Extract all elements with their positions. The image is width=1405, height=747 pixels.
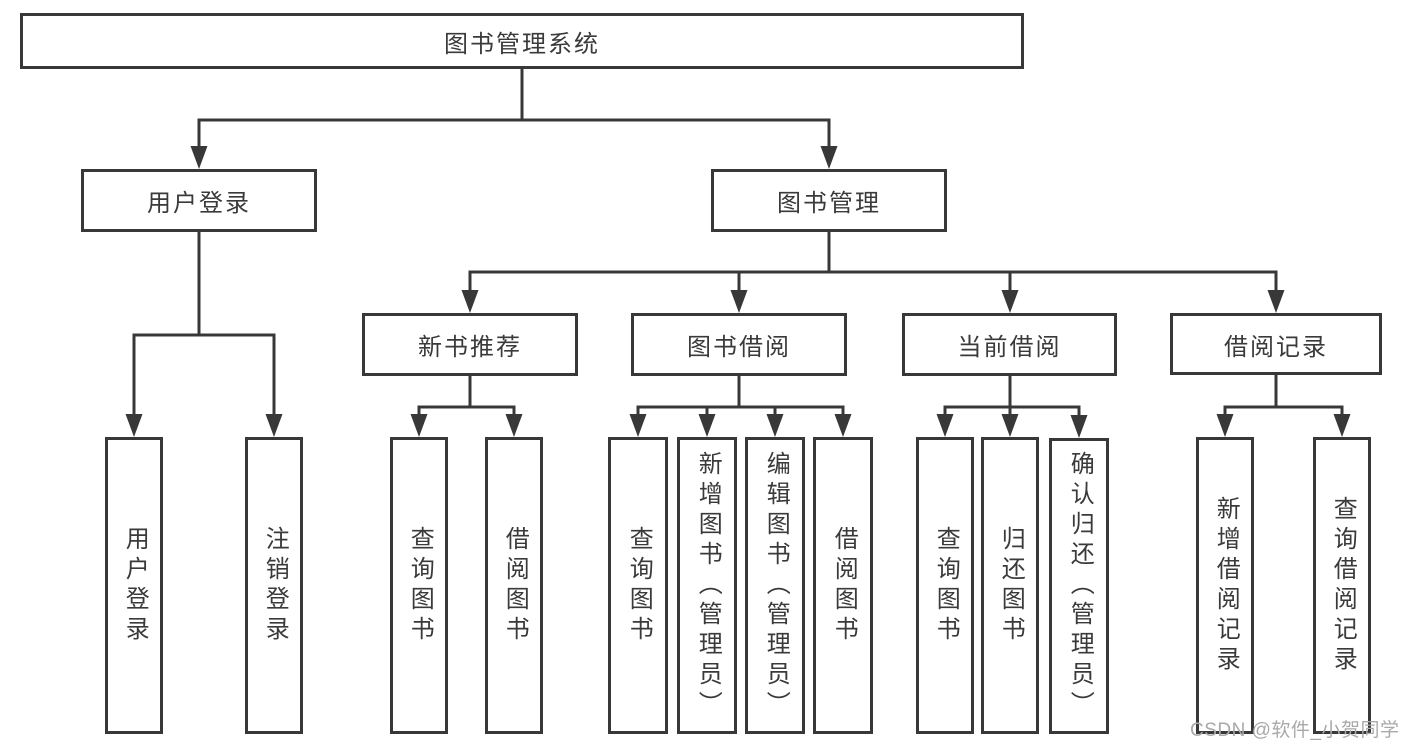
leaf-logout: 注销登录 <box>245 437 303 734</box>
arrowhead-down-icon <box>766 414 784 437</box>
arrowhead-down-icon <box>1001 414 1019 437</box>
leaf-add-borrow-record: 新增借阅记录 <box>1196 437 1254 734</box>
leaf-label: 新增借阅记录 <box>1212 495 1240 676</box>
leaf-confirm-return-admin: 确认归还（管理员） <box>1049 438 1109 734</box>
leaf-query-books: 查询图书 <box>608 437 668 734</box>
node-book-borrow: 图书借阅 <box>631 313 847 376</box>
node-new-book-recommend: 新书推荐 <box>362 313 578 376</box>
leaf-user-login: 用户登录 <box>105 437 163 734</box>
arrowhead-down-icon <box>698 414 716 437</box>
leaf-label: 借阅图书 <box>501 525 529 646</box>
arrowhead-down-icon <box>820 146 838 169</box>
leaf-label: 注销登录 <box>261 525 289 646</box>
leaf-label: 新增图书（管理员） <box>694 450 722 721</box>
arrowhead-down-icon <box>1267 290 1285 313</box>
leaf-add-books-admin: 新增图书（管理员） <box>677 437 737 734</box>
arrowhead-down-icon <box>629 414 647 437</box>
arrowhead-down-icon <box>1216 414 1234 437</box>
arrowhead-down-icon <box>505 414 523 437</box>
watermark: CSDN @软件_小贺同学 <box>1190 720 1400 741</box>
arrowhead-down-icon <box>1333 414 1351 437</box>
leaf-return-books: 归还图书 <box>981 437 1039 734</box>
node-root-system: 图书管理系统 <box>20 13 1024 69</box>
leaf-query-borrow-record: 查询借阅记录 <box>1313 437 1371 734</box>
leaf-label: 查询借阅记录 <box>1329 495 1357 676</box>
node-borrow-records: 借阅记录 <box>1170 313 1382 375</box>
leaf-label: 确认归还（管理员） <box>1066 451 1094 721</box>
leaf-label: 归还图书 <box>997 525 1025 646</box>
leaf-edit-books-admin: 编辑图书（管理员） <box>745 437 805 734</box>
node-current-borrow: 当前借阅 <box>902 313 1117 376</box>
leaf-label: 借阅图书 <box>830 525 858 646</box>
leaf-label: 查询图书 <box>932 525 960 646</box>
leaf-query-books: 查询图书 <box>390 437 448 734</box>
arrowhead-down-icon <box>1001 290 1019 313</box>
arrowhead-down-icon <box>125 414 143 437</box>
node-book-management: 图书管理 <box>711 169 947 232</box>
arrowhead-down-icon <box>936 414 954 437</box>
leaf-borrow-books: 借阅图书 <box>813 437 873 734</box>
arrowhead-down-icon <box>410 414 428 437</box>
arrowhead-down-icon <box>834 414 852 437</box>
arrowhead-down-icon <box>461 290 479 313</box>
arrowhead-down-icon <box>190 146 208 169</box>
node-user-login: 用户登录 <box>81 169 317 232</box>
arrowhead-down-icon <box>730 290 748 313</box>
leaf-label: 查询图书 <box>406 525 434 646</box>
leaf-borrow-books: 借阅图书 <box>485 437 543 734</box>
arrowhead-down-icon <box>1070 415 1088 438</box>
leaf-label: 查询图书 <box>625 525 653 646</box>
leaf-label: 用户登录 <box>121 525 149 646</box>
leaf-query-books: 查询图书 <box>916 437 974 734</box>
leaf-label: 编辑图书（管理员） <box>762 450 790 721</box>
arrowhead-down-icon <box>265 414 283 437</box>
